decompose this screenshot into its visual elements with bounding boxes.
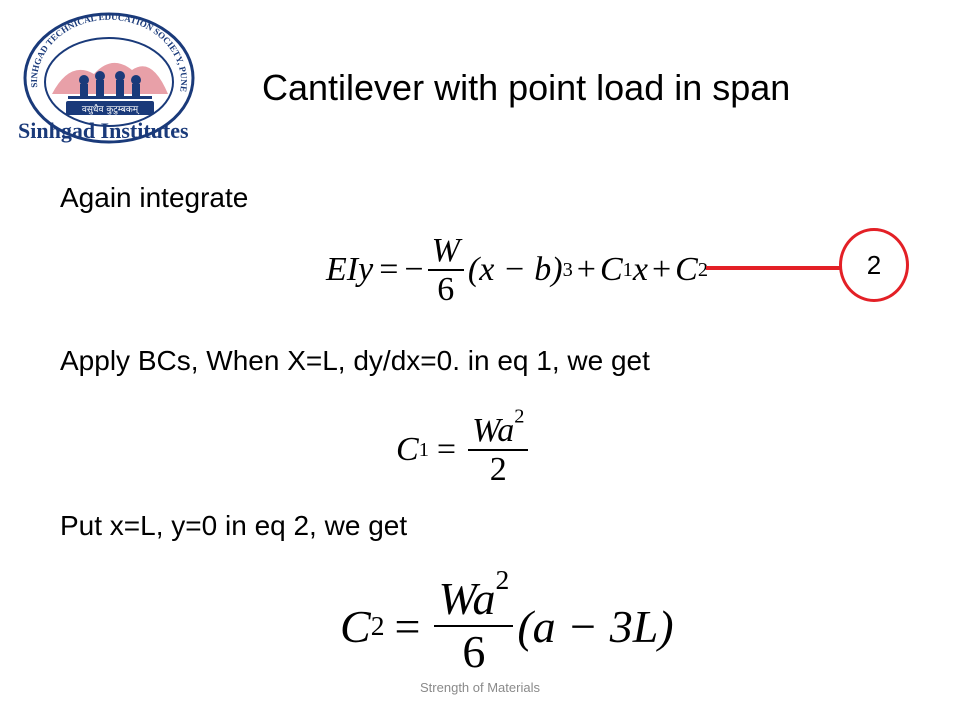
eq1-c2: C: [675, 251, 698, 288]
eq2-num-exponent: 2: [514, 405, 525, 428]
equation-number: 2: [866, 249, 882, 280]
svg-text:वसुधैव कुटुम्बकम्: वसुधैव कुटुम्बकम्: [82, 103, 140, 115]
slide-footer: Strength of Materials: [420, 680, 540, 695]
eq3-equals: =: [394, 600, 421, 652]
eq1-equals: =: [379, 251, 399, 288]
eq3-lhs: C: [340, 600, 371, 652]
text-put-x-l: Put x=L, y=0 in eq 2, we get: [60, 510, 408, 541]
slide-title: Cantilever with point load in span: [262, 67, 791, 108]
logo-emblem-icon: SINHGAD TECHNICAL EDUCATION SOCIETY, PUN…: [23, 12, 195, 144]
text-apply-bcs: Apply BCs, When X=L, dy/dx=0. in eq 1, w…: [60, 345, 650, 376]
text-again-integrate: Again integrate: [60, 182, 249, 213]
eq3-paren: (a − 3L): [517, 600, 674, 652]
eq1-plus-2: +: [651, 251, 672, 288]
equation-marker-line: [706, 266, 844, 270]
logo-institute-name: Sinhgad Institutes: [18, 118, 189, 143]
eq1-c1: C: [599, 251, 623, 288]
eq3-denominator: 6: [462, 626, 486, 677]
eq1-denominator: 6: [437, 271, 455, 308]
eq1-paren: (x − b): [467, 251, 563, 288]
equation-c2: C 2 = Wa2 6 (a − 3L): [340, 564, 674, 677]
eq1-fraction: W 6: [427, 231, 464, 309]
eq3-num-exponent: 2: [495, 564, 510, 596]
eq2-numerator: Wa: [472, 411, 515, 449]
eq2-lhs: C: [396, 431, 419, 468]
eq3-fraction: Wa2 6: [434, 566, 514, 677]
eq1-minus: −: [404, 251, 424, 288]
eq2-equals: =: [436, 431, 457, 468]
sinhgad-logo: SINHGAD TECHNICAL EDUCATION SOCIETY, PUN…: [8, 12, 208, 152]
eq1-c1-x: x: [632, 251, 648, 288]
eq1-lhs: EIy: [326, 251, 374, 288]
eq3-numerator: Wa: [438, 573, 496, 625]
eq1-numerator: W: [431, 231, 460, 269]
equation-number-circle: 2: [839, 228, 909, 302]
eq1-plus-1: +: [576, 251, 596, 288]
eq2-denominator: 2: [489, 451, 507, 488]
eq2-fraction: Wa2 2: [468, 406, 529, 489]
